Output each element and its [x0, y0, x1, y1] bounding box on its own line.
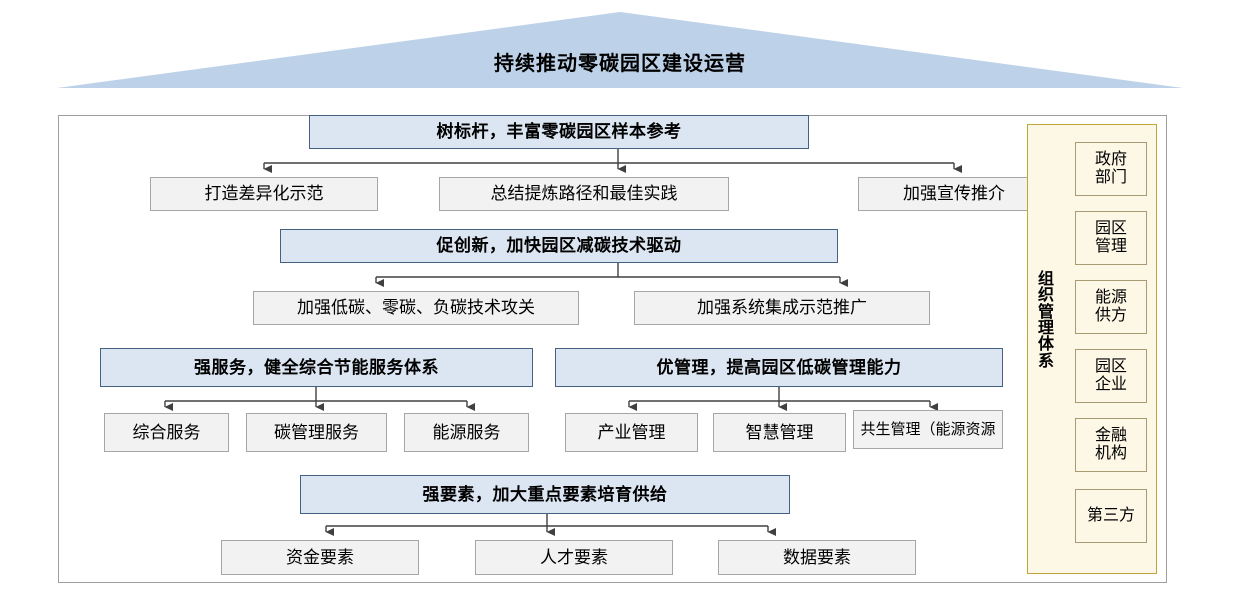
org-label-char-4: 体 [1037, 336, 1054, 354]
section-item-elements-0[interactable]: 资金要素 [221, 540, 419, 575]
org-item-park-admin-line2: 管理 [1094, 238, 1127, 255]
org-item-park-admin[interactable]: 园区 管理 [1075, 211, 1147, 265]
section-item-benchmark-0[interactable]: 打造差异化示范 [150, 177, 378, 211]
section-item-innovation-1[interactable]: 加强系统集成示范推广 [634, 291, 930, 325]
section-item-service-0[interactable]: 综合服务 [104, 413, 229, 452]
section-item-management-2[interactable]: 共生管理（能源资源 [853, 410, 1003, 449]
org-item-park-admin-line1: 园区 [1094, 220, 1127, 238]
section-item-service-2[interactable]: 能源服务 [404, 413, 529, 452]
org-item-financial-institution-line2: 机构 [1094, 445, 1127, 462]
section-header-management[interactable]: 优管理，提高园区低碳管理能力 [555, 348, 1003, 387]
org-label-char-1: 织 [1037, 287, 1054, 305]
section-header-innovation[interactable]: 促创新，加快园区减碳技术驱动 [280, 229, 838, 263]
section-item-benchmark-1[interactable]: 总结提炼路径和最佳实践 [439, 177, 729, 211]
section-header-benchmark[interactable]: 树标杆，丰富零碳园区样本参考 [309, 115, 809, 149]
section-item-management-0[interactable]: 产业管理 [565, 413, 698, 452]
section-item-elements-2[interactable]: 数据要素 [718, 540, 916, 575]
section-item-service-1[interactable]: 碳管理服务 [246, 413, 387, 452]
banner-title: 持续推动零碳园区建设运营 [494, 53, 746, 75]
banner-triangle: 持续推动零碳园区建设运营 [55, 10, 1185, 92]
banner-polygon [57, 12, 1183, 88]
org-label-char-3: 理 [1037, 319, 1054, 337]
banner-shape [57, 12, 1183, 88]
org-item-energy-supplier-line2: 供方 [1094, 307, 1127, 324]
org-item-park-enterprise-line2: 企业 [1094, 376, 1127, 393]
org-label-char-0: 组 [1037, 271, 1054, 288]
org-item-third-party-line1: 第三方 [1086, 507, 1135, 525]
org-item-energy-supplier[interactable]: 能源 供方 [1075, 280, 1147, 334]
section-item-management-1[interactable]: 智慧管理 [713, 413, 846, 452]
section-item-benchmark-2[interactable]: 加强宣传推介 [858, 177, 1050, 211]
org-item-government-line2: 部门 [1094, 169, 1127, 186]
section-item-innovation-0[interactable]: 加强低碳、零碳、负碳技术攻关 [253, 291, 579, 325]
org-item-third-party[interactable]: 第三方 [1075, 489, 1147, 543]
org-item-financial-institution[interactable]: 金融 机构 [1075, 418, 1147, 472]
section-header-service[interactable]: 强服务，健全综合节能服务体系 [100, 348, 533, 387]
section-item-elements-1[interactable]: 人才要素 [475, 540, 673, 575]
org-item-energy-supplier-line1: 能源 [1094, 289, 1127, 307]
org-label-char-2: 管 [1037, 303, 1054, 321]
section-header-elements[interactable]: 强要素，加大重点要素培育供给 [300, 475, 790, 514]
org-item-park-enterprise-line1: 园区 [1094, 358, 1127, 376]
org-item-government-line1: 政府 [1094, 151, 1127, 169]
org-label-char-5: 系 [1037, 352, 1054, 370]
org-item-park-enterprise[interactable]: 园区 企业 [1075, 349, 1147, 403]
org-item-government[interactable]: 政府 部门 [1075, 142, 1147, 196]
org-system-label: 组 织 管 理 体 系 [1034, 271, 1058, 370]
org-item-financial-institution-line1: 金融 [1094, 427, 1127, 445]
